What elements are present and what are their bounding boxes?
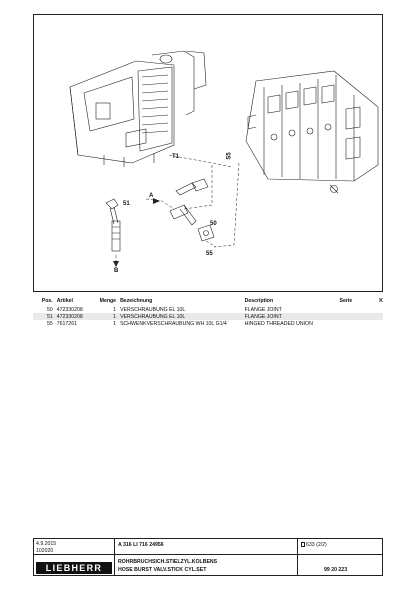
header-serie: Serie bbox=[339, 298, 353, 304]
page-number: 633 (2/2) bbox=[306, 542, 327, 548]
page-icon bbox=[301, 542, 305, 547]
title-german: ROHRBRUCHSICH.STIELZYL.KOLBENS bbox=[118, 559, 218, 565]
table-row: 51 472330208 1 VERSCHRAUBUNG EL 10L FLAN… bbox=[33, 313, 383, 320]
cell-bezeichnung: SCHWENKVERSCHRAUBUNG WH 10L G1/4 bbox=[120, 320, 227, 327]
callout-t1: T1 bbox=[172, 154, 180, 160]
title-english: HOSE BURST VALV.STICK CYL.SET bbox=[118, 567, 207, 573]
header-pos: Pos. bbox=[41, 298, 53, 304]
bracket-window bbox=[95, 102, 111, 120]
callout-51: 51 bbox=[123, 201, 130, 207]
header-bezeichnung: Bezeichnung bbox=[120, 298, 153, 304]
model-number: A 316 LI 716 24956 bbox=[118, 542, 164, 548]
cell-menge: 1 bbox=[113, 320, 117, 327]
bracket-cap bbox=[159, 54, 173, 64]
header-artikel: Artikel bbox=[56, 298, 73, 304]
fitting-51-body bbox=[111, 220, 121, 252]
page-reference: 633 (2/2) bbox=[301, 542, 327, 548]
cell-artikel: 7617261 bbox=[56, 320, 77, 327]
cell-description: HINGED THREADED UNION bbox=[244, 320, 313, 327]
callout-a: A bbox=[149, 193, 154, 199]
cell-pos: 55 bbox=[46, 320, 53, 327]
cell-bezeichnung: VERSCHRAUBUNG EL 10L bbox=[120, 306, 186, 313]
divider bbox=[34, 554, 382, 555]
fitting-55 bbox=[197, 224, 215, 242]
table-row: 55 7617261 1 SCHWENKVERSCHRAUBUNG WH 10L… bbox=[33, 320, 383, 327]
cell-menge: 1 bbox=[113, 313, 117, 320]
doc-code: 102020 bbox=[36, 548, 54, 554]
cell-pos: 50 bbox=[46, 306, 53, 313]
cell-pos: 51 bbox=[46, 313, 53, 320]
fitting-top bbox=[175, 182, 197, 196]
callout-b: B bbox=[114, 268, 119, 274]
bracket-body bbox=[69, 60, 175, 164]
valve-block bbox=[245, 70, 379, 182]
print-date: 4.9.2015 bbox=[36, 541, 57, 547]
header-description: Description bbox=[244, 298, 274, 304]
divider bbox=[114, 539, 115, 575]
cell-menge: 1 bbox=[113, 306, 117, 313]
cell-description: FLANGE JOINT bbox=[244, 313, 282, 320]
leader-t1 bbox=[168, 154, 233, 168]
table-header: Pos. Artikel Menge Bezeichnung Descripti… bbox=[33, 296, 383, 306]
liebherr-logo: LIEBHERR bbox=[36, 562, 112, 574]
callout-55: 55 bbox=[206, 251, 213, 257]
fitting-51 bbox=[109, 206, 119, 225]
divider bbox=[297, 539, 298, 575]
fitting-50 bbox=[169, 204, 189, 220]
cell-bezeichnung: VERSCHRAUBUNG EL 10L bbox=[120, 313, 186, 320]
exploded-drawing: T1 S5 51 A 50 55 B bbox=[33, 14, 383, 292]
drawing-number: 99 20 223 bbox=[324, 567, 348, 573]
callout-50: 50 bbox=[210, 221, 217, 227]
header-k: K bbox=[379, 298, 383, 304]
leader-s5 bbox=[213, 162, 240, 248]
table-row: 50 472330208 1 VERSCHRAUBUNG EL 10L FLAN… bbox=[33, 306, 383, 313]
drawing-lines bbox=[69, 50, 379, 267]
cell-artikel: 472330208 bbox=[56, 313, 83, 320]
header-menge: Menge bbox=[99, 298, 117, 304]
parts-table: Pos. Artikel Menge Bezeichnung Descripti… bbox=[33, 296, 383, 327]
cell-description: FLANGE JOINT bbox=[244, 306, 282, 313]
bracket-plate bbox=[83, 76, 135, 132]
cell-artikel: 472330208 bbox=[56, 306, 83, 313]
callout-s5: S5 bbox=[226, 152, 233, 160]
title-block: 4.9.2015 102020 LIEBHERR A 316 LI 716 24… bbox=[33, 538, 383, 576]
